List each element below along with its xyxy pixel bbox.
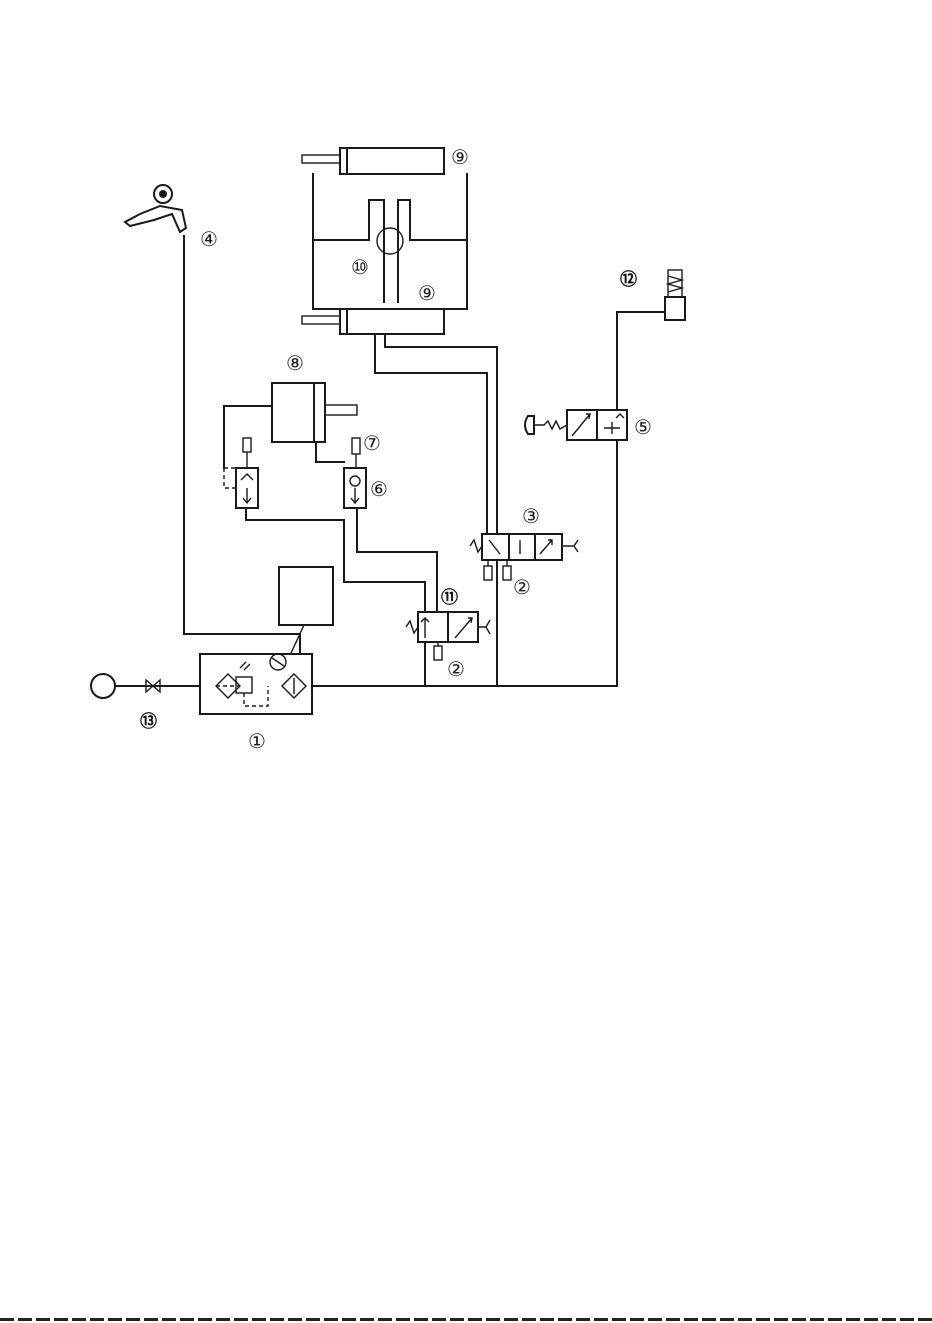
label-4: ④ (200, 227, 218, 251)
label-9a: ⑨ (451, 145, 469, 169)
cylinder-8-body (272, 383, 325, 442)
frl-housing (200, 654, 312, 714)
manual-valve-5: ⑤ (525, 410, 652, 440)
stop-cylinder-12-body (665, 297, 685, 320)
line-3-to-9a (375, 334, 487, 534)
label-8: ⑧ (286, 351, 304, 375)
flow-control-left (224, 438, 258, 508)
cylinder-9-top: ⑨ (302, 145, 469, 174)
frl-unit: ① (200, 654, 312, 753)
flow-control-6: ⑥ (344, 468, 388, 508)
cylinder-9b-body (340, 309, 444, 334)
label-6: ⑥ (370, 477, 388, 501)
air-tank (279, 567, 333, 625)
air-source-icon (91, 674, 115, 698)
label-5: ⑤ (634, 415, 652, 439)
cylinder-9a-body (340, 148, 444, 174)
label-7: ⑦ (363, 431, 381, 455)
label-10: ⑩ (351, 255, 369, 279)
valve-11: ⑪ ② (406, 587, 490, 681)
line-3-to-9b (385, 334, 497, 534)
label-9b: ⑨ (418, 281, 436, 305)
air-gun-group: ④ (125, 185, 218, 251)
air-source-group: ⑬ (91, 674, 160, 732)
workpiece-icon (377, 228, 403, 254)
cylinder-8: ⑧ (272, 351, 357, 442)
clamp-fixture: ⑩ (313, 174, 467, 309)
silencer-7: ⑦ (352, 431, 381, 468)
line-to-12 (617, 312, 665, 686)
air-gun-icon (125, 206, 186, 232)
label-13: ⑬ (140, 711, 157, 732)
label-2a: ② (513, 575, 531, 599)
page-bottom-border (0, 1318, 932, 1321)
label-1: ① (248, 729, 266, 753)
cylinder-9-bottom: ⑨ (302, 281, 444, 334)
piping (116, 236, 665, 686)
line-left-fc-to-8 (224, 406, 272, 468)
label-12: ⑫ (620, 269, 637, 290)
label-11: ⑪ (441, 587, 458, 608)
label-3: ③ (522, 504, 540, 528)
line-11-to-left-fc (246, 508, 425, 612)
label-2b: ② (447, 657, 465, 681)
